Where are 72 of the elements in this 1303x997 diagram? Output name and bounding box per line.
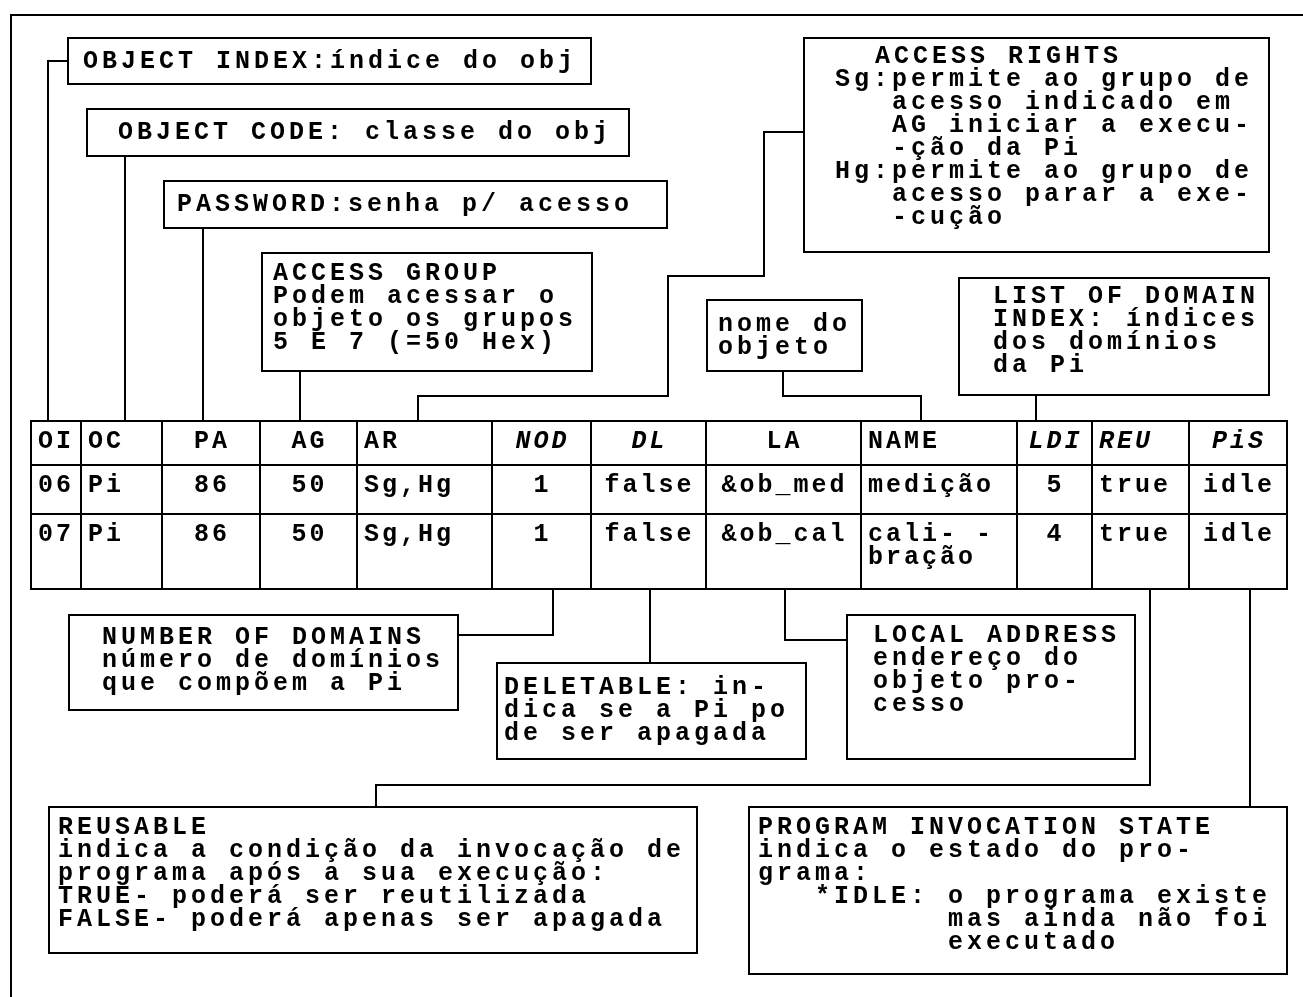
leader-line <box>47 60 68 421</box>
annotation-text: Sg:permite ao grupo de acesso indicado em AG iniciar a execu- -ção da Pi <box>835 68 1255 160</box>
annotation-box <box>48 806 698 954</box>
table-column <box>860 420 1018 590</box>
annotation-heading: LOCAL ADDRESS <box>873 624 1122 647</box>
table-column <box>1091 420 1190 590</box>
table-column <box>1188 420 1288 590</box>
table-cell: idle <box>1190 466 1286 515</box>
table-column <box>356 420 493 590</box>
leader-line <box>202 228 204 421</box>
annotation-box <box>958 277 1270 396</box>
table-cell-text: 50 <box>290 518 329 551</box>
leader-line <box>649 589 651 663</box>
annotation-text: Hg:permite ao grupo de acesso parar a exe- -cução <box>835 160 1255 229</box>
annotation-box <box>68 614 459 711</box>
annotation-heading: PROGRAM INVOCATION STATE <box>758 816 1216 839</box>
annotation-text: PASSWORD:senha p/ acesso <box>177 193 635 216</box>
leader-line <box>784 589 847 641</box>
annotation-box <box>706 299 863 372</box>
table-cell-text: cali- -bração <box>867 518 996 574</box>
table-cell-text: 07 <box>37 518 75 551</box>
annotation-heading: NUMBER OF DOMAINS <box>102 626 426 649</box>
annotation-text: *IDLE: o programa existe mas ainda não foi executado <box>815 885 1273 954</box>
leader-line <box>375 589 1151 807</box>
annotation-box <box>496 662 807 760</box>
table-cell-text: 1 <box>532 518 553 551</box>
annotation-text: nome do objeto <box>718 313 853 359</box>
table-cell-text: true <box>1098 518 1172 551</box>
annotation-text: FALSE- poderá apenas ser apagada <box>58 908 668 931</box>
leader-line <box>782 371 922 421</box>
annotation-box <box>163 180 668 229</box>
annotation-text: TRUE- poderá ser reutilizada <box>58 885 591 908</box>
annotation-text: indica o estado do pro- grama: <box>758 839 1196 885</box>
table-cell-text: 86 <box>193 518 231 551</box>
annotation-text: Podem acessar o objeto os grupos 5 E 7 (=50 Hex) <box>273 285 579 354</box>
annotation-box <box>86 108 630 157</box>
leader-line <box>299 371 301 421</box>
annotation-text: OBJECT INDEX:índice do obj <box>83 49 579 73</box>
table-cell-text: &ob_cal <box>720 518 849 551</box>
annotation-box <box>803 37 1270 253</box>
table-cell-text: idle <box>1202 518 1276 551</box>
table-header-cell: PiS <box>1190 422 1286 466</box>
table-column <box>1016 420 1093 590</box>
annotation-box <box>67 37 592 85</box>
leader-line <box>458 589 554 636</box>
table-cell-text: 4 <box>1045 518 1066 551</box>
annotation-text: LIST OF DOMAIN INDEX: índices dos domínios da Pi <box>993 285 1261 377</box>
table-column <box>705 420 862 590</box>
table-column <box>259 420 358 590</box>
annotation-heading: REUSABLE <box>58 816 212 839</box>
annotation-box <box>748 806 1288 975</box>
annotation-box <box>846 614 1136 760</box>
annotation-text: DELETABLE: in- dica se a Pi po de ser apagada <box>504 676 791 745</box>
table-cell-text: false <box>603 518 696 551</box>
annotation-heading: ACCESS RIGHTS <box>875 45 1124 68</box>
leader-line <box>1035 395 1037 421</box>
table-column <box>30 420 82 590</box>
table-column <box>80 420 163 590</box>
table-column <box>491 420 592 590</box>
leader-line <box>417 131 804 421</box>
table-cell-text: Pi <box>87 518 125 551</box>
annotation-heading: ACCESS GROUP <box>273 262 503 285</box>
leader-line <box>124 156 126 421</box>
annotation-text: número de domínios que compõem a Pi <box>102 649 446 695</box>
annotation-box <box>261 252 593 372</box>
table-cell-text: Sg,Hg <box>363 518 455 551</box>
table-column <box>590 420 707 590</box>
leader-line <box>1249 589 1251 807</box>
annotation-text: OBJECT CODE: classe do obj <box>118 121 614 144</box>
table-column <box>161 420 261 590</box>
annotation-text: endereço do objeto pro- cesso <box>873 647 1084 716</box>
annotation-text: indica a condição da invocação de programa após a sua execução: <box>58 839 687 885</box>
